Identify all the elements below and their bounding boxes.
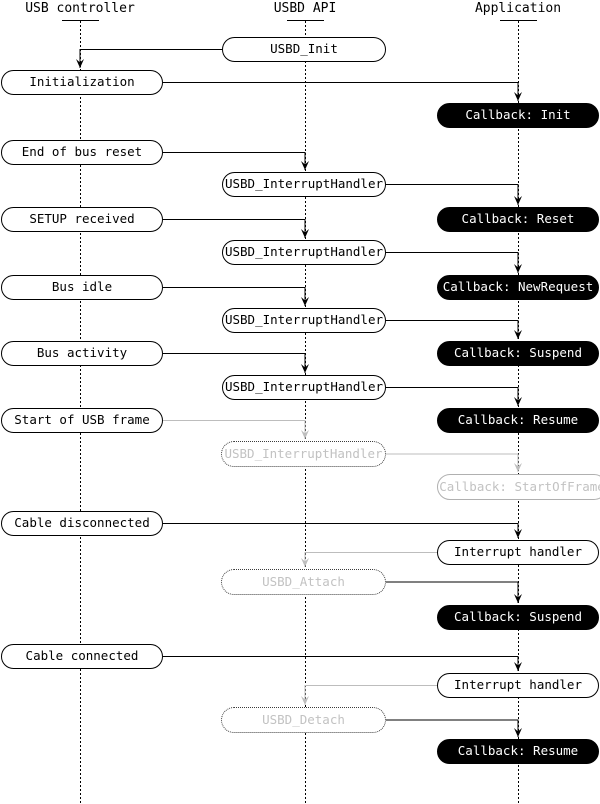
node-setup-received: SETUP received <box>1 207 163 232</box>
column-header-usbd-api: USBD API <box>273 1 337 16</box>
node-usbd-init: USBD_Init <box>222 37 386 62</box>
column-header-application: Application <box>474 1 562 16</box>
connector-ghosthandler-to-callback-startofframe <box>386 453 522 472</box>
node-usbd-interrupthandler-1: USBD_InterruptHandler <box>222 172 386 197</box>
node-usbd-interrupthandler-4: USBD_InterruptHandler <box>222 375 386 400</box>
node-callback-resume-2: Callback: Resume <box>437 739 599 764</box>
connector-handler1-to-callback-reset <box>386 184 522 205</box>
node-callback-startofframe: Callback: StartOfFrame <box>437 474 600 500</box>
connector-cableconnected-to-interrupthandler2 <box>163 656 522 671</box>
node-usbd-detach: USBD_Detach <box>221 707 386 733</box>
node-bus-activity: Bus activity <box>1 341 163 366</box>
connector-handler4-to-callback-resume <box>386 387 522 406</box>
node-callback-suspend-2: Callback: Suspend <box>437 605 599 630</box>
connector-startofusbframe-to-ghosthandler <box>163 420 309 439</box>
node-callback-reset: Callback: Reset <box>437 207 599 232</box>
connector-busactivity-to-handler4 <box>163 353 309 373</box>
lifeline-head-bar-usb-controller <box>62 20 99 21</box>
node-app-interrupt-handler-2: Interrupt handler <box>437 673 599 698</box>
node-callback-newrequest: Callback: NewRequest <box>437 275 599 300</box>
connector-handler3-to-callback-suspend <box>386 320 522 339</box>
column-header-usb-controller: USB controller <box>25 1 135 16</box>
connector-usbddetach-to-callback-resume2 <box>386 719 522 737</box>
connector-usbdinit-to-initialization <box>76 49 222 68</box>
node-initialization: Initialization <box>1 70 163 95</box>
connector-setupreceived-to-handler2 <box>163 219 309 238</box>
connector-handler2-to-callback-newrequest <box>386 252 522 273</box>
node-cable-disconnected: Cable disconnected <box>1 511 163 536</box>
node-app-interrupt-handler-1: Interrupt handler <box>437 540 599 565</box>
node-end-of-bus-reset: End of bus reset <box>1 140 163 165</box>
connector-interrupthandler1-to-usbdattach <box>301 552 437 567</box>
node-callback-resume-1: Callback: Resume <box>437 408 599 433</box>
node-usbd-interrupthandler-ghost: USBD_InterruptHandler <box>221 441 386 467</box>
connector-usbdattach-to-callback-suspend2 <box>386 581 522 603</box>
lifeline-usbd-api <box>305 21 306 804</box>
connector-cabledisconnected-to-interrupthandler1 <box>163 523 522 538</box>
node-cable-connected: Cable connected <box>1 644 163 669</box>
node-callback-suspend-1: Callback: Suspend <box>437 341 599 366</box>
node-start-of-usb-frame: Start of USB frame <box>1 408 163 433</box>
node-usbd-interrupthandler-2: USBD_InterruptHandler <box>222 240 386 265</box>
connector-interrupthandler2-to-usbddetach <box>301 685 437 705</box>
connector-endofbusreset-to-handler1 <box>163 152 309 170</box>
lifeline-head-bar-application <box>500 20 537 21</box>
connector-initialization-to-callback-init <box>163 82 522 101</box>
lifeline-head-bar-usbd-api <box>287 20 324 21</box>
node-bus-idle: Bus idle <box>1 275 163 300</box>
connector-busidle-to-handler3 <box>163 287 309 306</box>
node-usbd-attach: USBD_Attach <box>221 569 386 595</box>
node-usbd-interrupthandler-3: USBD_InterruptHandler <box>222 308 386 333</box>
node-callback-init: Callback: Init <box>437 103 599 128</box>
